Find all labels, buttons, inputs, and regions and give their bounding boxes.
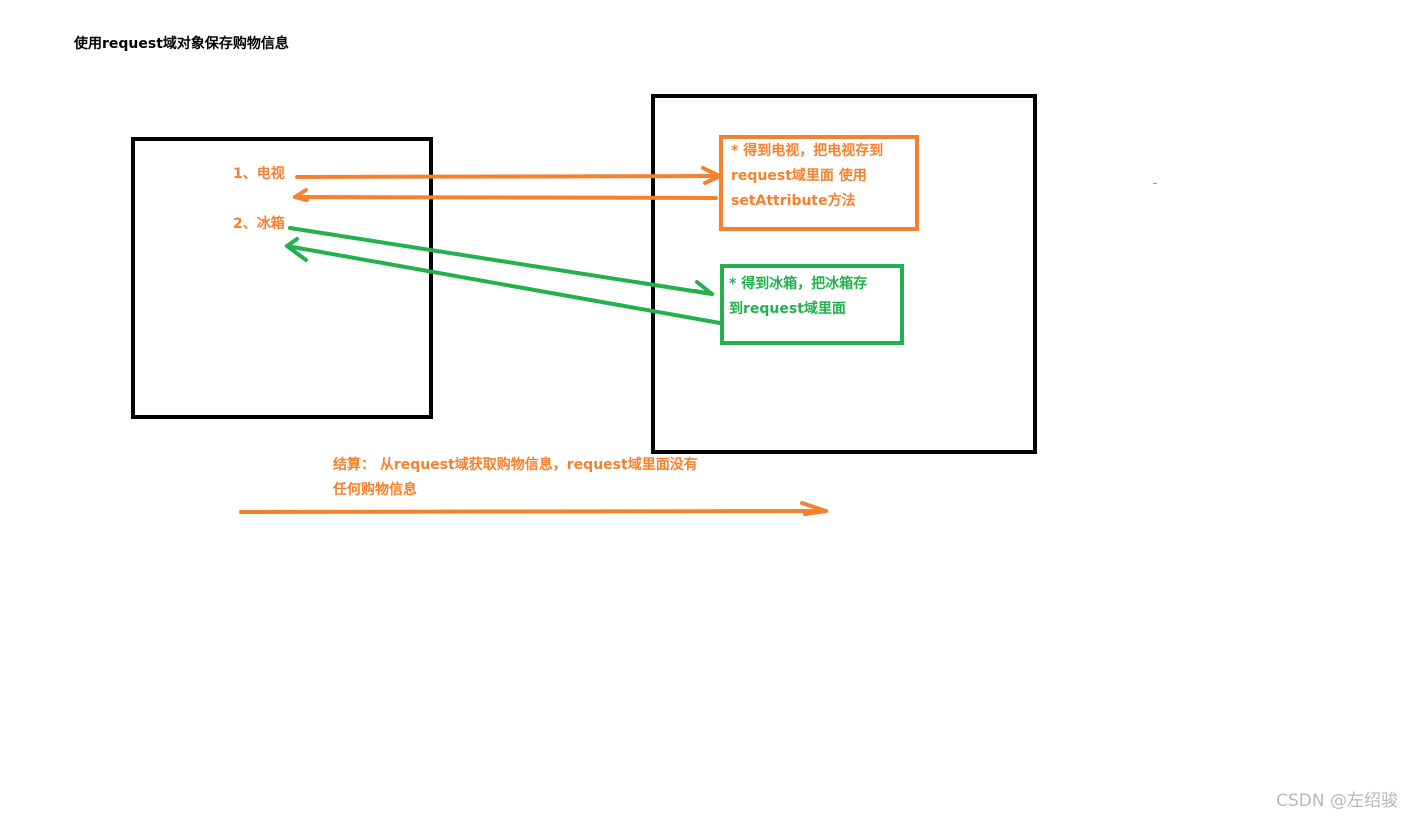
orange-box-line: request域里面 使用 xyxy=(731,168,867,184)
watermark: CSDN @左绍骏 xyxy=(1276,791,1398,811)
right-box xyxy=(651,94,1037,454)
checkout-note: 结算： 从request域获取购物信息，request域里面没有 任何购物信息 xyxy=(333,453,733,503)
orange-box-line: setAttribute方法 xyxy=(731,193,856,209)
green-box-text: * 得到冰箱，把冰箱存 到request域里面 xyxy=(729,272,899,322)
diagram-title: 使用request域对象保存购物信息 xyxy=(74,36,289,52)
green-box xyxy=(720,264,904,345)
checkout-note-line: 结算： 从request域获取购物信息，request域里面没有 xyxy=(333,457,698,473)
orange-box xyxy=(719,135,919,231)
arrow-server-to-fridge xyxy=(285,237,722,325)
arrow-tv-to-server xyxy=(295,166,722,185)
stray-mark xyxy=(1153,183,1157,184)
left-box xyxy=(131,137,433,419)
arrow-fridge-to-server xyxy=(288,226,714,296)
item-tv-label: 1、电视 xyxy=(233,166,285,182)
orange-box-text: * 得到电视，把电视存到 request域里面 使用 setAttribute方… xyxy=(731,139,915,214)
arrow-server-to-tv xyxy=(293,188,718,202)
item-fridge-label: 2、冰箱 xyxy=(233,216,285,232)
orange-box-line: * 得到电视，把电视存到 xyxy=(731,143,884,159)
green-box-line: * 得到冰箱，把冰箱存 xyxy=(729,276,868,292)
arrow-checkout xyxy=(239,501,828,516)
green-box-line: 到request域里面 xyxy=(729,301,846,317)
checkout-note-line: 任何购物信息 xyxy=(333,482,417,498)
